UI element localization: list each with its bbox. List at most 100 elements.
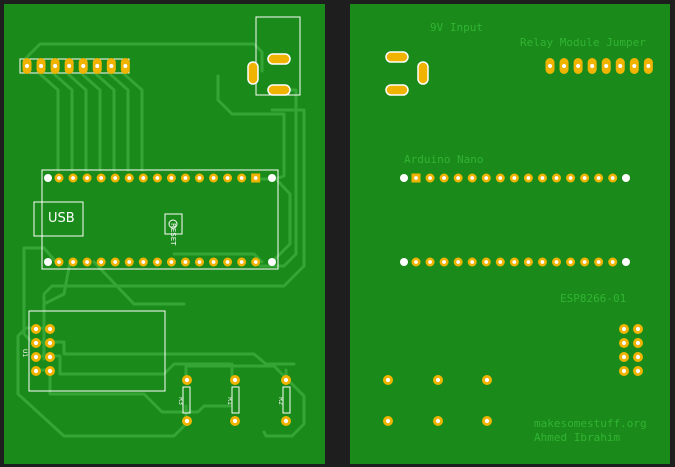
nano-pin-pad-hole (57, 260, 61, 264)
esp-pin-pad-hole (47, 368, 53, 374)
usb-label: USB (48, 211, 75, 226)
label-esp8266: ESP8266-01 (560, 292, 627, 305)
nano-pin-pad-hole (197, 176, 202, 180)
nano-pin-pad-hole (610, 260, 615, 264)
relay-header-pad-hole (604, 64, 609, 68)
nano-pin-pad-hole (428, 260, 432, 264)
nano-pin-pad-hole (414, 176, 418, 180)
nano-mount-hole (622, 174, 630, 182)
credit-url: makesomestuff.org (534, 417, 647, 430)
arduino-nano-outline (41, 169, 279, 270)
header-pad-hole (25, 64, 29, 68)
relay-header-pad-hole (618, 64, 623, 68)
header-pad-hole (39, 64, 44, 68)
nano-pin-pad-hole (456, 260, 461, 264)
nano-pin-pad-hole (554, 176, 559, 180)
nano-pin-pad-hole (554, 260, 559, 264)
nano-pin-pad-hole (57, 176, 61, 180)
resistor-r2-outline (282, 386, 291, 414)
nano-pin-pad-hole (127, 260, 132, 264)
resistor-r1-label: R1 (226, 397, 233, 405)
header-pad-hole (81, 64, 86, 68)
header-1x8-pads (22, 58, 130, 74)
nano-pin-pad-hole (141, 176, 146, 180)
resistor-pad-hole (232, 377, 238, 383)
nano-pin-pad-hole (442, 260, 446, 264)
esp-pin-pad-hole (33, 340, 39, 346)
nano-pin-pad-hole (225, 176, 230, 180)
resistor-pad-hole (184, 377, 190, 383)
resistor-r3-label: R3 (177, 397, 184, 405)
nano-pin-pad-hole (253, 176, 258, 180)
nano-pin-pad-hole (512, 176, 517, 180)
resistor-pad-hole (484, 377, 490, 383)
nano-pin-pad-hole (596, 176, 601, 180)
esp-pin-pad-hole (33, 368, 39, 374)
pcb-front-layer: USB RESET U1 R3 R1 R2 (4, 4, 325, 464)
nano-pin-pad-hole (211, 260, 216, 264)
esp-pin-pad-hole (635, 340, 641, 346)
label-arduino-nano: Arduino Nano (404, 153, 484, 166)
nano-pin-pad-hole (155, 176, 160, 180)
nano-pin-pad-hole (113, 260, 118, 264)
nano-pin-pad-hole (470, 260, 475, 264)
nano-pin-pad-hole (568, 176, 573, 180)
nano-pin-pad-hole (540, 176, 545, 180)
nano-pin-pad-hole (99, 176, 104, 180)
nano-mount-hole (268, 174, 276, 182)
arduino-bottom-pads-back (400, 257, 630, 267)
header-pad-hole (109, 64, 114, 68)
nano-pin-pad-hole (568, 260, 573, 264)
esp-pin-pad-hole (635, 354, 641, 360)
esp-pin-pad-hole (33, 326, 39, 332)
esp-pin-pad-hole (621, 354, 627, 360)
nano-pin-pad-hole (85, 176, 89, 180)
resistor-pad-hole (283, 418, 289, 424)
nano-pin-pad-hole (498, 176, 503, 180)
nano-pin-pad-hole (85, 260, 89, 264)
nano-pin-pad-hole (169, 260, 174, 264)
arduino-top-pads-back (400, 173, 630, 183)
nano-pin-pad-hole (582, 260, 587, 264)
nano-pin-pad-hole (239, 260, 244, 264)
esp-pin-pad-hole (635, 368, 641, 374)
power-jack-pads-back (385, 51, 429, 96)
nano-pin-pad-hole (127, 176, 132, 180)
usb-connector-outline (33, 201, 84, 237)
resistor-pad-hole (435, 418, 441, 424)
esp-pin-pad-hole (621, 368, 627, 374)
nano-pin-pad-hole (484, 260, 489, 264)
nano-pin-pad-hole (225, 260, 230, 264)
relay-header-pad-hole (632, 64, 637, 68)
nano-pin-pad-hole (442, 176, 446, 180)
nano-pin-pad-hole (169, 176, 174, 180)
esp-pin-pad-hole (47, 326, 53, 332)
nano-pin-pad-hole (211, 176, 216, 180)
resistor-pad-hole (283, 377, 289, 383)
esp-module-outline (28, 310, 166, 392)
nano-pin-pad-hole (71, 176, 75, 180)
esp-pin-pad-hole (47, 354, 53, 360)
header-pad-hole (123, 64, 128, 68)
nano-pin-pad-hole (197, 260, 202, 264)
resistor-r1-outline (231, 386, 240, 414)
resistor-pads (182, 375, 291, 426)
resistor-pad-hole (385, 377, 391, 383)
arduino-top-pads (44, 173, 276, 183)
nano-pin-pad-hole (155, 260, 160, 264)
relay-header-pad-hole (590, 64, 595, 68)
nano-mount-hole (44, 174, 52, 182)
resistor-r2-label: R2 (277, 397, 284, 405)
nano-pin-pad-hole (99, 260, 104, 264)
resistor-pad-hole (385, 418, 391, 424)
nano-pin-pad-hole (526, 176, 531, 180)
resistor-pads-back (383, 375, 492, 426)
header-pad-hole (67, 64, 72, 68)
relay-header-pads (545, 58, 653, 74)
resistor-r3-outline (182, 386, 191, 414)
header-pad-hole (53, 64, 58, 68)
nano-pin-pad-hole (239, 176, 244, 180)
resistor-pad-hole (484, 418, 490, 424)
nano-pin-pad-hole (428, 176, 432, 180)
nano-pin-pad-hole (526, 260, 531, 264)
